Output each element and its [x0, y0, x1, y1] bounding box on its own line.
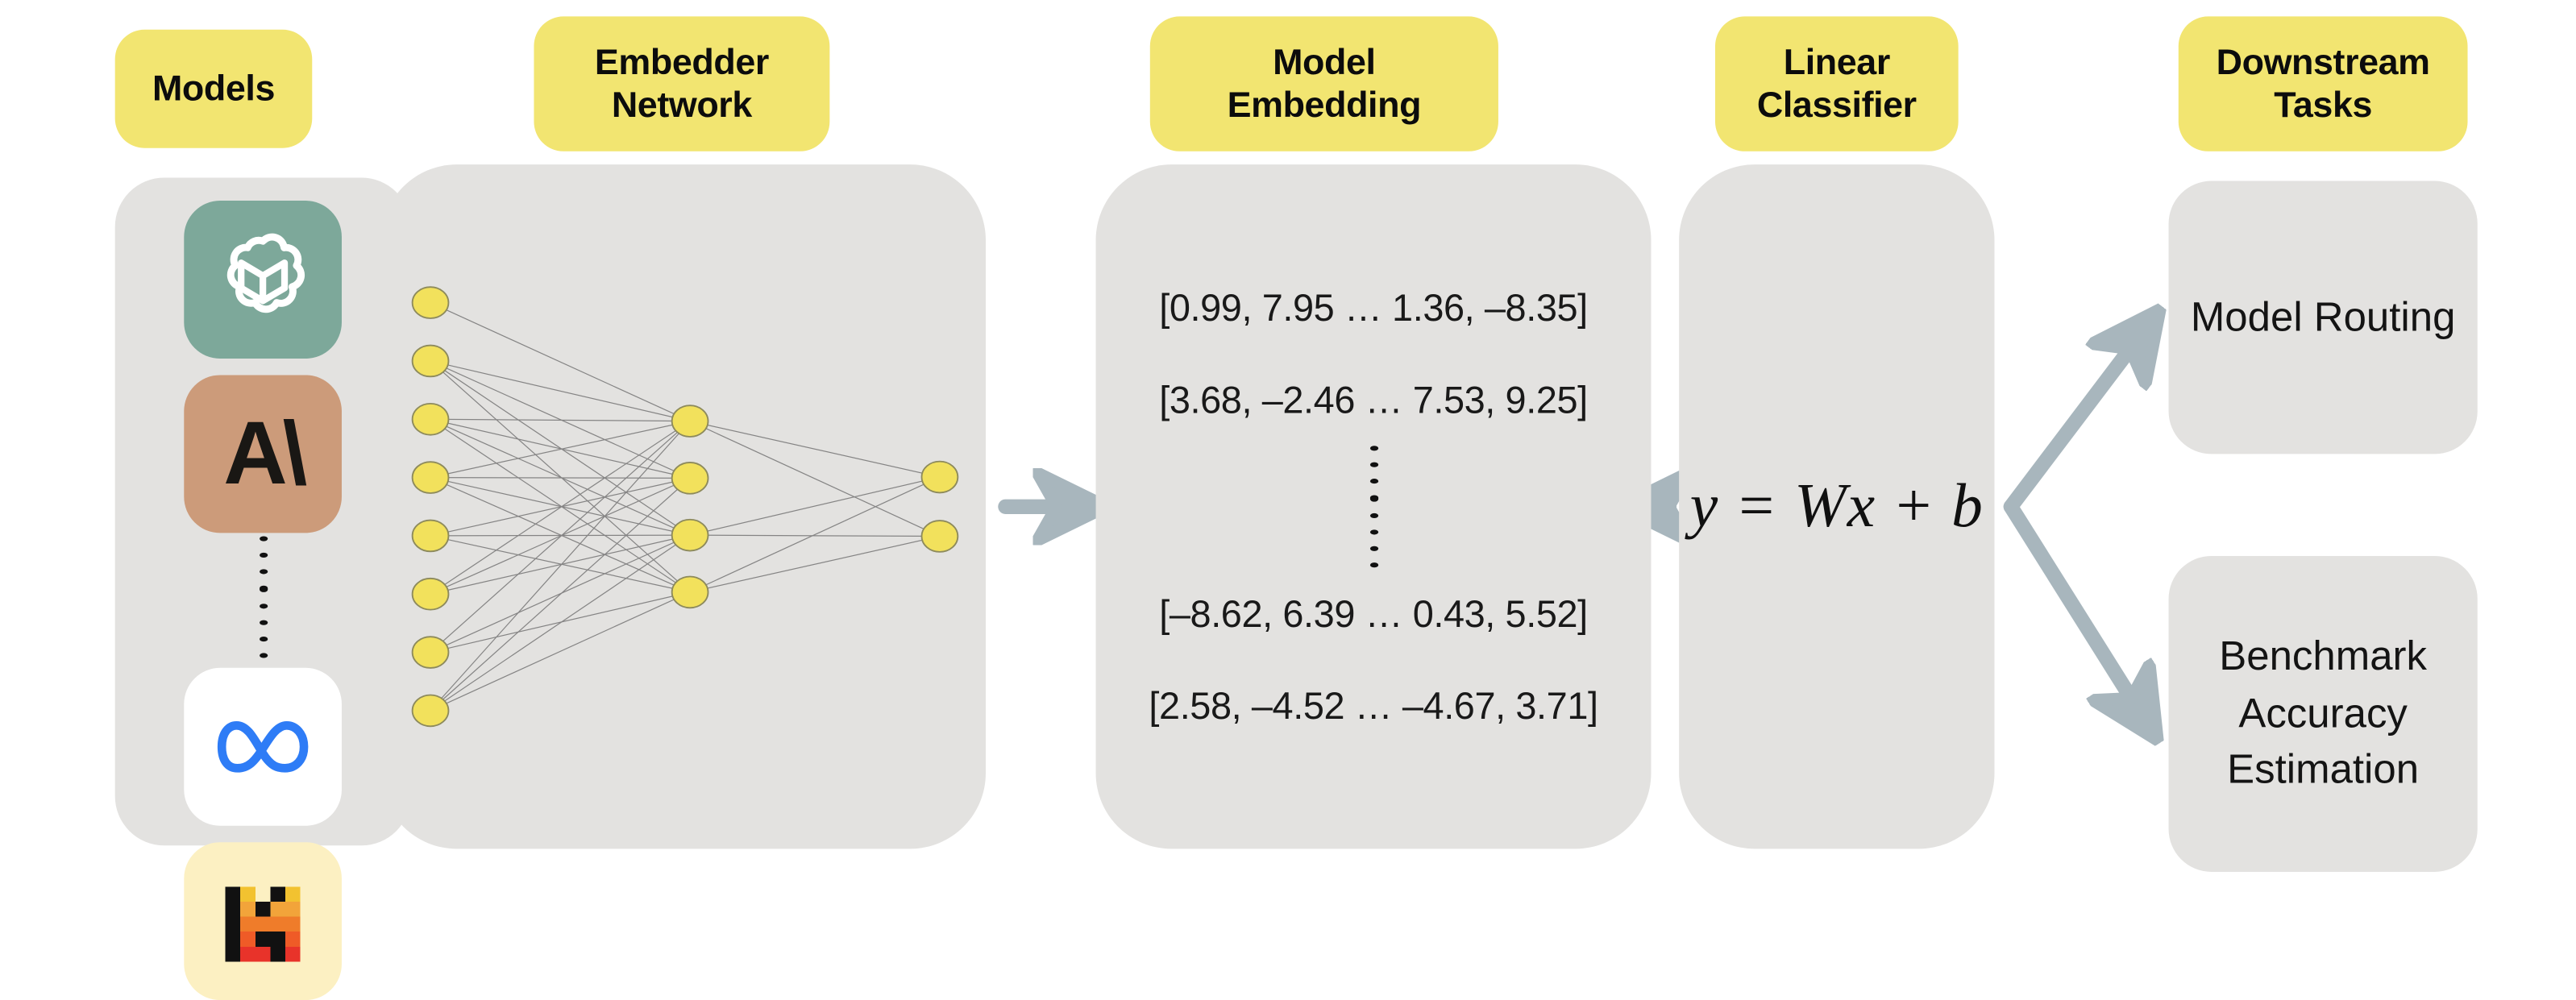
label-model-embedding: Model Embedding	[1149, 16, 1498, 151]
embedder-network-panel	[380, 164, 986, 849]
network-node-hidden-3	[671, 518, 709, 552]
label-embedder-network: Embedder Network	[534, 16, 830, 151]
neural-network-graph	[411, 286, 959, 728]
models-ellipsis-icon	[259, 536, 268, 658]
task-model-routing: Model Routing	[2168, 180, 2478, 454]
arrow-classifier-to-benchmark	[2003, 499, 2139, 711]
embedding-vector-row: [3.68, –2.46 … 7.53, 9.25]	[1159, 377, 1588, 421]
network-node-output-1	[920, 460, 959, 494]
anthropic-glyph: A\	[223, 405, 307, 504]
network-node-hidden-4	[671, 575, 709, 609]
meta-logo	[184, 667, 342, 826]
network-node-input-5	[411, 519, 450, 553]
network-node-input-1	[411, 286, 450, 319]
embedding-vector-row: [–8.62, 6.39 … 0.43, 5.52]	[1159, 591, 1588, 634]
embedding-ellipsis-icon	[1369, 446, 1378, 568]
embedding-vector-list: [0.99, 7.95 … 1.36, –8.35] [3.68, –2.46 …	[1096, 164, 1652, 849]
network-node-output-2	[920, 520, 959, 553]
label-downstream-tasks: Downstream Tasks	[2178, 16, 2468, 151]
network-node-hidden-1	[671, 405, 709, 438]
arrow-layer	[275, 0, 2576, 954]
network-node-input-7	[411, 636, 450, 669]
linear-classifier-panel	[1679, 164, 1995, 849]
models-panel: A\	[114, 177, 411, 1000]
embedding-vector-row: [2.58, –4.52 … –4.67, 3.71]	[1149, 683, 1598, 727]
diagram-canvas: Models Embedder Network Model Embedding …	[114, 0, 2576, 1000]
openai-logo	[184, 201, 342, 359]
network-node-hidden-2	[671, 462, 709, 495]
network-node-input-8	[411, 694, 450, 728]
model-embedding-panel	[1095, 164, 1652, 849]
label-linear-classifier: Linear Classifier	[1714, 16, 1959, 151]
anthropic-logo: A\	[184, 375, 342, 533]
network-node-input-4	[411, 461, 450, 494]
network-node-input-2	[411, 344, 450, 378]
mistral-logo	[184, 842, 342, 1000]
network-node-input-6	[411, 577, 450, 611]
network-node-input-3	[411, 402, 450, 436]
label-models: Models	[114, 29, 313, 148]
task-benchmark-accuracy-estimation: Benchmark Accuracy Estimation	[2168, 555, 2478, 872]
arrow-classifier-to-routing	[2003, 337, 2139, 514]
classifier-equation: y = Wx + b	[1689, 471, 1984, 541]
embedding-vector-row: [0.99, 7.95 … 1.36, –8.35]	[1159, 285, 1588, 329]
